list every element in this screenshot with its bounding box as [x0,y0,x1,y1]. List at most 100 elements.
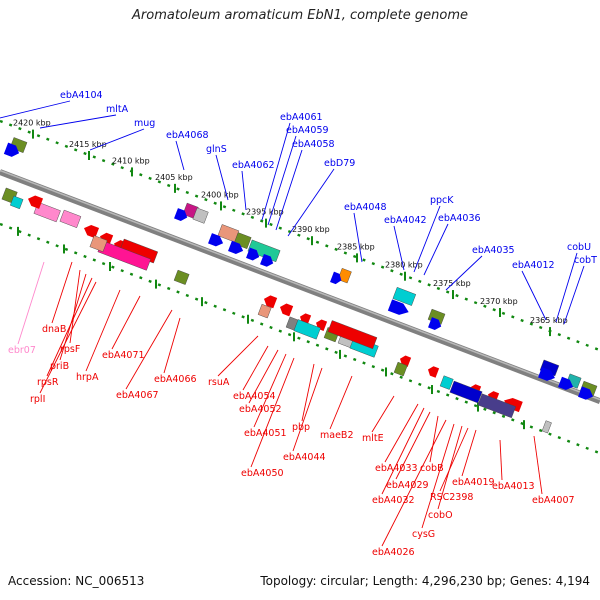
inner-tick [46,240,50,244]
outer-tick [83,151,87,156]
inner-tick [585,446,589,450]
reverse-gene-label: RSC2398 [430,492,473,503]
inner-tick [241,315,245,319]
forward-gene-arrow [208,233,224,247]
forward-gene-leader [563,265,585,325]
forward-gene-label: ebA4059 [286,125,329,136]
outer-tick [362,258,366,262]
inner-tick [269,325,273,330]
forward-gene-label: ebA4012 [512,260,555,271]
reverse-gene-arrow [28,195,44,209]
inner-tick [362,361,366,365]
outer-tick [8,123,13,127]
reverse-gene-label: cobO [428,510,453,521]
outer-tick [501,311,506,315]
kbp-tick-label: 2420 kbp [13,119,51,128]
reverse-gene-arrow [84,224,100,239]
forward-gene-leader [175,140,185,171]
outer-tick [148,176,152,180]
forward-gene-leader [89,128,145,151]
reverse-gene-leader [253,353,287,428]
reverse-gene-leader [381,407,425,495]
outer-tick [185,190,190,195]
reverse-gene-label: ebA4007 [532,495,575,506]
outer-tick [520,318,524,323]
outer-tick [585,343,589,347]
inner-tick [194,297,199,301]
kbp-tick-label: 2410 kbp [112,156,150,165]
inner-tick [92,258,97,262]
kbp-tick-label: 2395 kbp [246,208,284,217]
outer-tick [194,194,199,198]
outer-tick [455,293,459,298]
cog-block [337,268,352,284]
inner-tick [222,308,227,312]
inner-tick [380,368,385,372]
reverse-gene-leader [533,435,543,495]
outer-tick [204,198,208,202]
outer-tick [27,130,31,134]
backbone-highlight [0,169,600,401]
cog-block [89,235,108,253]
inner-tick [36,237,41,241]
inner-tick [418,382,422,386]
outer-tick [529,322,534,326]
cog-block [293,319,321,340]
outer-tick [566,336,571,340]
reverse-gene-label: pbp [292,422,310,433]
rna-gene-block [59,209,82,228]
forward-gene-label: ebA4104 [60,90,103,101]
outer-tick [0,119,4,124]
kbp-tick-label: 2415 kbp [69,140,107,149]
outer-tick [73,148,78,152]
outer-tick [594,347,599,351]
inner-tick [408,379,413,383]
outer-tick [557,333,562,337]
reverse-gene-leader [250,357,295,468]
outer-tick [241,212,245,216]
reverse-gene-leader [51,261,73,324]
inner-tick [371,364,376,369]
inner-tick [8,226,13,230]
cog-block [439,375,454,390]
reverse-gene-leader [111,295,141,350]
outer-tick [427,283,431,287]
kbp-tick-label: 2385 kbp [337,242,375,251]
forward-gene-leader [275,149,303,231]
outer-tick [306,237,310,241]
kbp-tick-label: 2370 kbp [480,297,518,306]
forward-gene-label: ebA4058 [292,139,335,150]
forward-gene-label: mltA [106,104,129,115]
reverse-gene-leader [39,281,97,394]
outer-tick [473,301,478,305]
inner-tick [18,229,22,234]
reverse-gene-leader [292,367,323,452]
outer-tick [213,201,217,205]
forward-gene-leader [423,223,449,276]
genome-summary: Topology: circular; Length: 4,296,230 bp… [260,574,590,588]
outer-tick [315,240,320,244]
reverse-gene-label: rpsR [37,377,59,388]
kbp-tick-label: 2365 kbp [530,316,568,325]
inner-tick [492,411,496,415]
outer-tick [418,279,422,283]
forward-gene-leader [215,154,229,201]
forward-gene-arrow [578,386,594,400]
reverse-gene-leader [395,411,431,480]
forward-gene-leader [287,168,335,237]
outer-tick [399,272,403,276]
reverse-gene-label: ebA4032 [372,495,415,506]
inner-tick [232,311,236,315]
inner-tick [297,336,301,340]
inner-tick [166,286,171,291]
inner-tick [259,322,264,326]
reverse-gene-leader [46,277,93,377]
reverse-gene-label: ebA4029 [386,480,429,491]
cog-block [9,195,24,210]
reverse-gene-label: ebA4054 [233,391,276,402]
inner-tick [445,393,450,397]
inner-tick [250,318,255,323]
outer-tick [343,251,348,255]
outer-tick [408,276,413,280]
